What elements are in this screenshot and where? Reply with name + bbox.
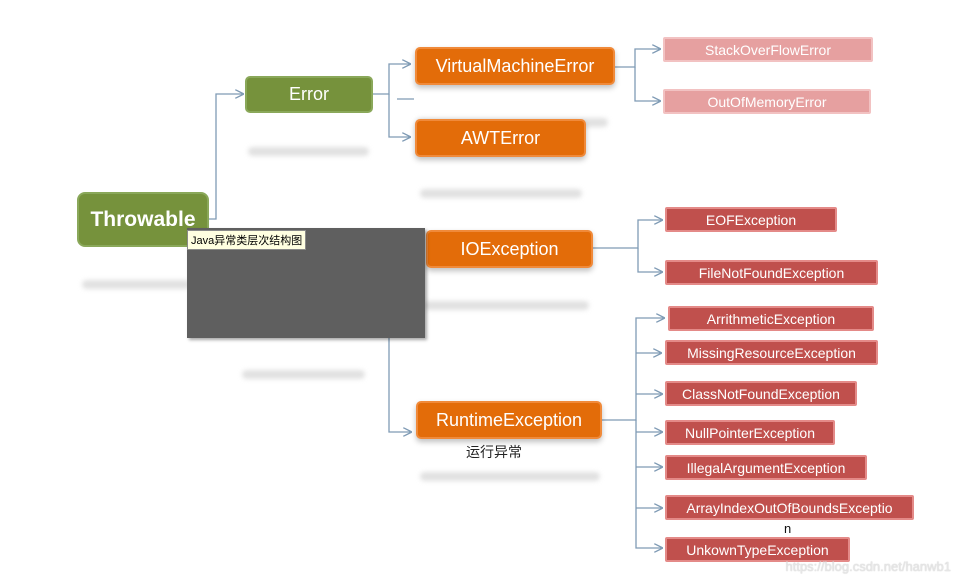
node-reflection (424, 301, 589, 310)
null-pointer-exception-node: NullPointerException (665, 420, 835, 445)
out-of-memory-error-node: OutOfMemoryError (663, 89, 871, 114)
node-reflection (242, 370, 365, 379)
node-reflection (420, 189, 582, 198)
array-index-out-of-bounds-exception-node: ArrayIndexOutOfBoundsExceptio (665, 495, 914, 520)
node-reflection (82, 280, 190, 289)
throwable-node: Throwable (77, 192, 209, 247)
io-exception-node: IOException (426, 230, 593, 268)
file-not-found-exception-node: FileNotFoundException (665, 260, 878, 285)
watermark: https://blog.csdn.net/hanwb1 (785, 559, 951, 574)
diagram-title-tooltip: Java异常类层次结构图 (187, 230, 307, 250)
eof-exception-node: EOFException (665, 207, 837, 232)
runtime-exception-caption: 运行异常 (466, 444, 522, 460)
node-reflection (248, 147, 369, 156)
node-reflection (420, 472, 600, 481)
illegal-argument-exception-node: IllegalArgumentException (665, 455, 867, 480)
stack-overflow-error-node: StackOverFlowError (663, 37, 873, 62)
class-not-found-exception-node: ClassNotFoundException (665, 381, 857, 406)
arithmetic-exception-node: ArrithmeticException (668, 306, 874, 331)
virtual-machine-error-node: VirtualMachineError (415, 47, 615, 85)
runtime-exception-node: RuntimeException (416, 401, 602, 439)
unknown-type-exception-node: UnkownTypeException (665, 537, 850, 562)
wrapped-label-fragment: n (784, 521, 792, 536)
awt-error-node: AWTError (415, 119, 586, 157)
error-node: Error (245, 76, 373, 113)
missing-resource-exception-node: MissingResourceException (665, 340, 878, 365)
